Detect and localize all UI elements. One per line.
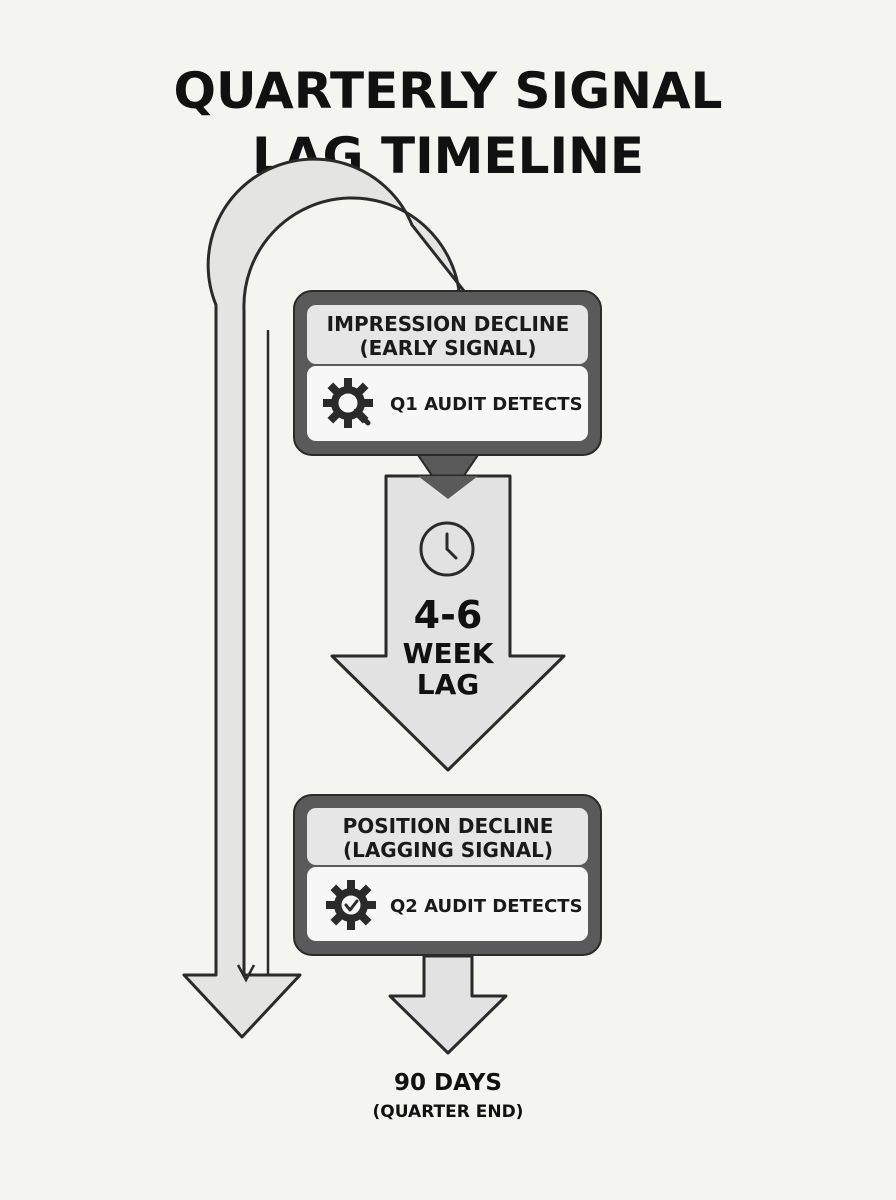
- early-signal-heading-1: IMPRESSION DECLINE: [327, 312, 570, 336]
- early-detect-label: Q1 AUDIT DETECTS: [390, 394, 583, 415]
- quarter-end-days: 90 DAYS: [394, 1070, 502, 1096]
- lag-arrow: 4-6 WEEK LAG: [330, 474, 566, 772]
- lagging-signal-heading-1: POSITION DECLINE: [343, 814, 554, 838]
- lagging-detect-label: Q2 AUDIT DETECTS: [390, 896, 583, 917]
- clock-icon: [419, 521, 475, 577]
- gear-check-icon: [326, 880, 376, 930]
- early-signal-box: IMPRESSION DECLINE (EARLY SIGNAL) Q1 AUD…: [293, 290, 602, 456]
- diagram-title: QUARTERLY SIGNAL LAG TIMELINE: [173, 62, 722, 185]
- loop-inner-arrowhead: [236, 964, 256, 983]
- quarter-end-arrow: [388, 954, 508, 1055]
- quarter-end-note: (QUARTER END): [373, 1102, 524, 1122]
- gear-magnifier-icon: [323, 378, 373, 428]
- lag-value: 4-6: [414, 593, 483, 637]
- lagging-signal-heading-2: (LAGGING SIGNAL): [343, 838, 553, 862]
- quarter-end-label: 90 DAYS (QUARTER END): [373, 1070, 524, 1122]
- lag-unit-lag: LAG: [417, 668, 480, 701]
- title-line-1: QUARTERLY SIGNAL: [173, 62, 722, 120]
- lagging-signal-box: POSITION DECLINE (LAGGING SIGNAL) Q2 AUD…: [293, 794, 602, 956]
- lag-unit-week: WEEK: [403, 637, 495, 670]
- early-signal-heading-2: (EARLY SIGNAL): [359, 336, 536, 360]
